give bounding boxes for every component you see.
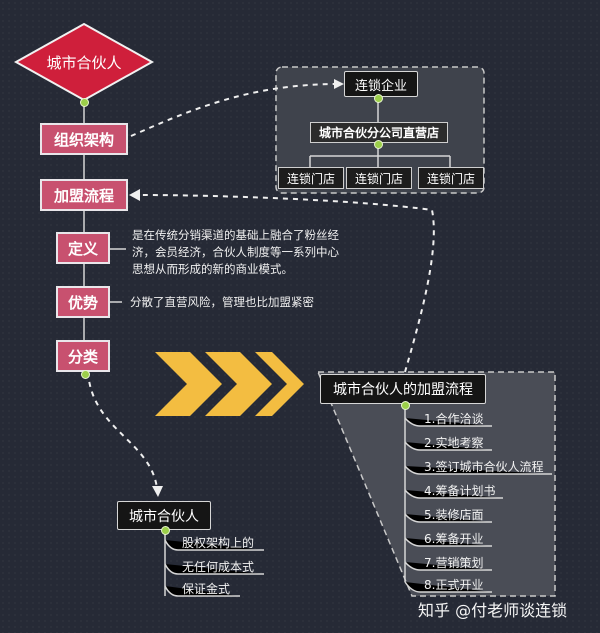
advantage-text: 分散了直营风险，管理也比加盟紧密 — [130, 295, 314, 309]
process-step: 2.实地考察 — [424, 436, 484, 450]
definition-text: 是在传统分销渠道的基础上融合了粉丝经 济，会员经济，合伙人制度等一系列中心 思想… — [132, 227, 382, 278]
org-store-node[interactable]: 连锁门店 — [346, 167, 412, 189]
watermark-text: 知乎 @付老师谈连锁 — [418, 601, 568, 620]
definition-line: 是在传统分销渠道的基础上融合了粉丝经 — [132, 228, 339, 242]
process-step-lines — [404, 417, 552, 593]
category-tree-lines — [164, 528, 264, 597]
process-expand-dot[interactable] — [401, 401, 410, 410]
process-link-arrowhead — [129, 189, 140, 201]
node-category[interactable]: 分类 — [56, 340, 110, 372]
category-link-dashed — [87, 371, 158, 489]
category-link-arrowhead — [152, 486, 163, 497]
chevron-arrow-icon — [155, 352, 222, 416]
org-link-dashed — [130, 83, 339, 137]
definition-line: 思想从而形成的新的商业模式。 — [132, 262, 293, 276]
node-process[interactable]: 加盟流程 — [40, 179, 128, 211]
process-step: 4.筹备计划书 — [424, 484, 496, 498]
process-step: 5.装修店面 — [424, 508, 484, 522]
org-expand-dot[interactable] — [374, 94, 383, 103]
root-expand-dot[interactable] — [80, 98, 89, 107]
org-store-node[interactable]: 连锁门店 — [418, 167, 484, 189]
process-panel — [316, 371, 556, 597]
chevron-arrow-icon — [205, 352, 272, 416]
root-label[interactable]: 城市合伙人 — [46, 54, 122, 72]
process-step: 7.营销策划 — [424, 556, 484, 570]
org-link-arrowhead — [334, 79, 344, 89]
process-step: 1.合作洽谈 — [424, 412, 484, 426]
process-step: 3.签订城市合伙人流程 — [424, 460, 544, 474]
category-box-expand-dot[interactable] — [161, 526, 170, 535]
node-advantage[interactable]: 优势 — [56, 286, 110, 318]
process-link-dashed — [139, 194, 435, 373]
chevron-arrow-icon — [255, 352, 304, 416]
node-org[interactable]: 组织架构 — [40, 123, 128, 155]
definition-line: 济，会员经济，合伙人制度等一系列中心 — [132, 245, 339, 259]
org-middle-node[interactable]: 城市合伙分公司直营店 — [310, 122, 448, 143]
org-middle-expand-dot[interactable] — [374, 140, 383, 149]
org-store-node[interactable]: 连锁门店 — [278, 167, 344, 189]
process-step: 8.正式开业 — [424, 578, 484, 592]
category-item: 股权架构上的 — [182, 536, 255, 550]
node-definition[interactable]: 定义 — [56, 232, 110, 264]
process-step: 6.筹备开业 — [424, 532, 484, 546]
category-expand-dot[interactable] — [81, 370, 90, 379]
category-item: 无任何成本式 — [182, 560, 255, 574]
category-item: 保证金式 — [182, 582, 231, 596]
org-top-node[interactable]: 连锁企业 — [344, 71, 418, 97]
process-title-node[interactable]: 城市合伙人的加盟流程 — [320, 374, 486, 404]
